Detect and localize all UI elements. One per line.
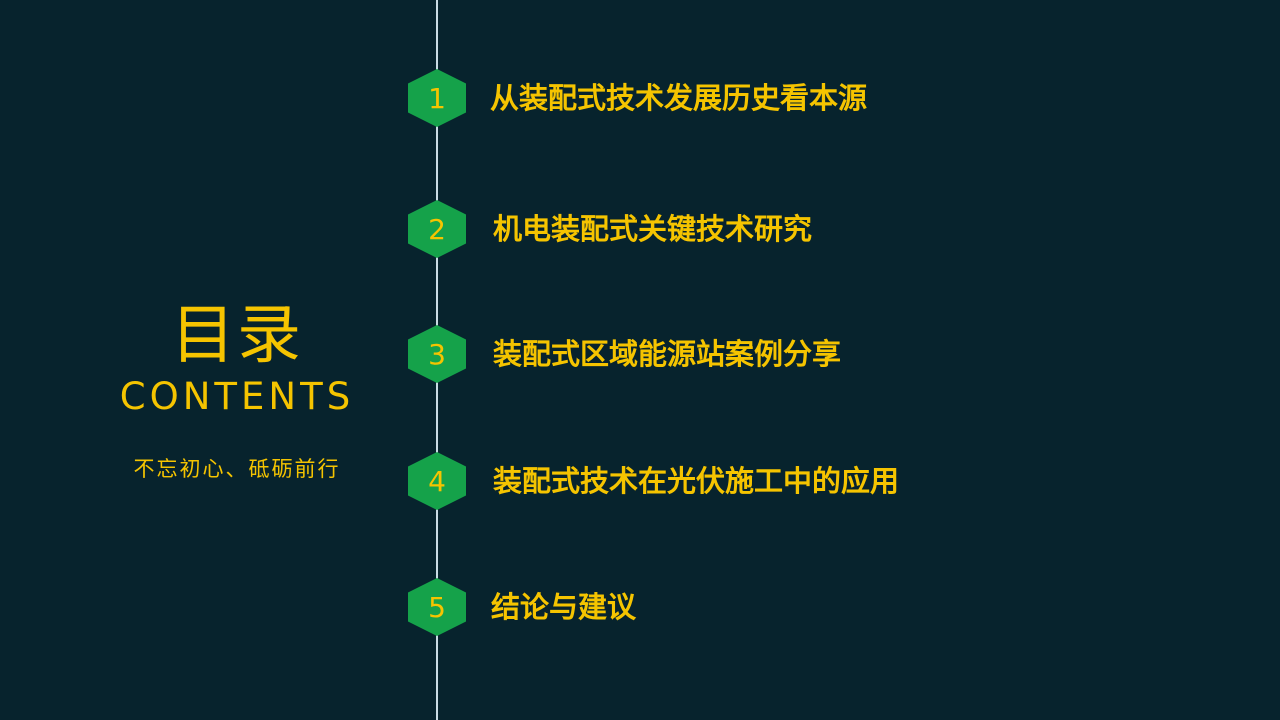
title-block: 目录 CONTENTS bbox=[100, 298, 374, 420]
toc-item-5[interactable]: 5 结论与建议 bbox=[408, 578, 1028, 636]
subtitle: 不忘初心、砥砺前行 bbox=[133, 457, 341, 481]
hexagon-number-badge: 3 bbox=[408, 325, 466, 383]
toc-item-label: 结论与建议 bbox=[491, 590, 637, 624]
toc-item-label: 装配式技术在光伏施工中的应用 bbox=[493, 464, 900, 498]
toc-item-3[interactable]: 3 装配式区域能源站案例分享 bbox=[408, 325, 1028, 383]
toc-item-2[interactable]: 2 机电装配式关键技术研究 bbox=[408, 200, 1028, 258]
title-chinese: 目录 bbox=[171, 299, 303, 373]
toc-item-1[interactable]: 1 从装配式技术发展历史看本源 bbox=[408, 69, 1028, 127]
hexagon-number-badge: 5 bbox=[408, 578, 466, 636]
hexagon-number-badge: 1 bbox=[408, 69, 466, 127]
hexagon-number-badge: 2 bbox=[408, 200, 466, 258]
toc-item-4[interactable]: 4 装配式技术在光伏施工中的应用 bbox=[408, 452, 1028, 510]
toc-item-label: 从装配式技术发展历史看本源 bbox=[490, 81, 868, 115]
toc-item-label: 装配式区域能源站案例分享 bbox=[493, 337, 842, 371]
title-english: CONTENTS bbox=[119, 375, 355, 418]
hexagon-number-badge: 4 bbox=[408, 452, 466, 510]
toc-item-label: 机电装配式关键技术研究 bbox=[493, 212, 813, 246]
